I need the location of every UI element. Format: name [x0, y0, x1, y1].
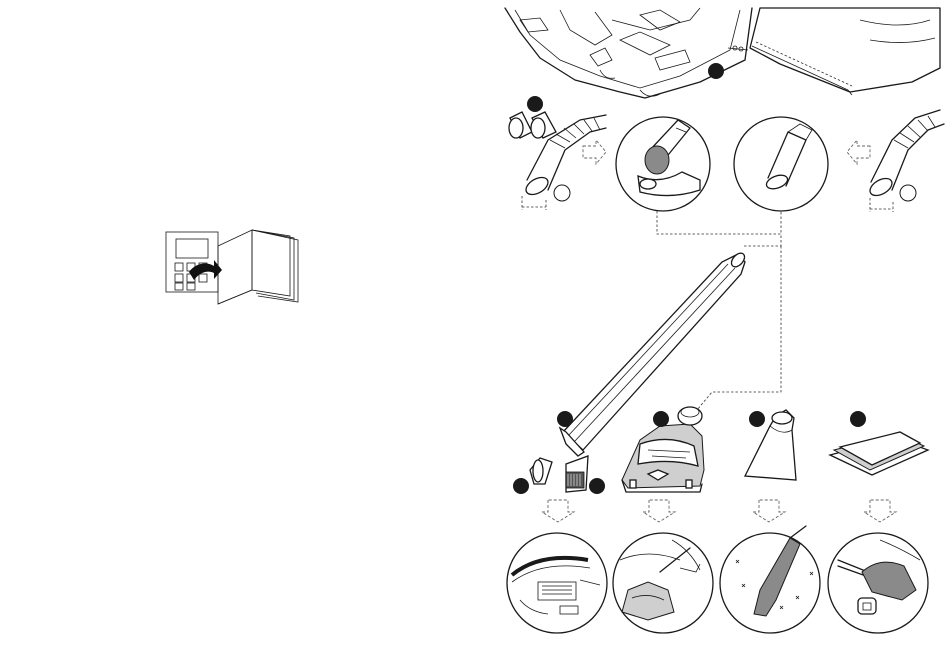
callout-marker-cap [513, 478, 529, 494]
arrow-left-icon [847, 140, 870, 164]
arrow-down-icon [542, 500, 574, 522]
callout-marker-case [708, 63, 724, 79]
detail-circle-sleeve-fit [616, 117, 710, 211]
callout-marker-crevice [557, 411, 573, 427]
usage-circle-carpet [613, 533, 713, 633]
usage-circle-wipe [828, 533, 928, 633]
storage-bag [728, 8, 940, 95]
callout-marker-turbo [653, 411, 669, 427]
manual-book-icon [166, 230, 298, 304]
arrow-down-icon [753, 500, 785, 522]
callout-marker-sleeves [527, 96, 543, 112]
callout-marker-brush [589, 478, 605, 494]
cloths [830, 432, 928, 475]
connector-line [744, 234, 781, 246]
dusting-brush [566, 456, 588, 492]
crevice-tool [560, 251, 747, 456]
callout-marker-hose-end-left [554, 185, 570, 201]
accessory-case [505, 8, 752, 98]
callout-marker-hose-end-right [900, 185, 916, 201]
detail-circle-hose-end [734, 117, 828, 211]
callout-marker-cloths [850, 411, 866, 427]
arrow-down-icon [643, 500, 675, 522]
end-cap [530, 458, 552, 484]
usage-circle-dashboard [507, 533, 607, 633]
arrow-down-icon [864, 500, 896, 522]
connector-line [657, 211, 781, 234]
callout-marker-scraper [749, 411, 765, 427]
usage-circle-seat [720, 526, 820, 633]
hose-sleeves [509, 112, 556, 138]
arrow-right-icon [583, 140, 606, 164]
